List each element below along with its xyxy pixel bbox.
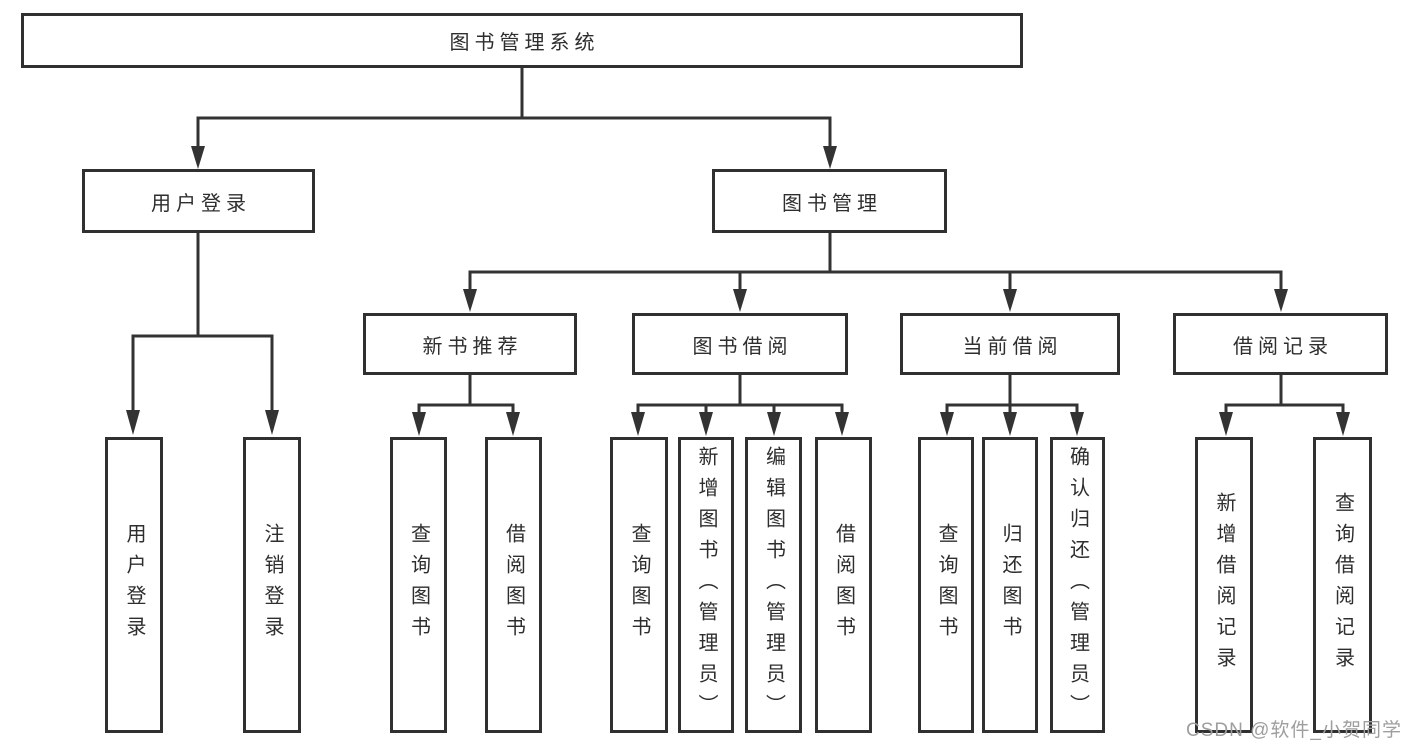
arrowhead-icon (265, 410, 279, 435)
leaf-user-login-label: 用户登录 (123, 523, 145, 647)
node-user-login-label: 用户登录 (151, 192, 251, 215)
leaf-bb-add-books-label: 新增图书（管理员） (695, 445, 717, 725)
node-current-borrow-label: 当前借阅 (962, 335, 1063, 358)
node-current-borrow: 当前借阅 (900, 313, 1120, 375)
leaf-nb-query-books-label: 查询图书 (407, 523, 430, 647)
arrowhead-icon (412, 412, 426, 436)
arrowhead-icon (463, 289, 477, 312)
leaf-nb-query-books: 查询图书 (390, 437, 447, 733)
node-root-label: 图书管理系统 (449, 32, 600, 54)
arrowhead-icon (191, 146, 205, 169)
arrowhead-icon (767, 412, 781, 436)
leaf-nb-borrow-books-label: 借阅图书 (502, 523, 525, 647)
node-book-mgmt: 图书管理 (712, 169, 947, 233)
arrowhead-icon (733, 289, 747, 312)
leaf-bb-edit-books: 编辑图书（管理员） (745, 437, 802, 733)
arrowhead-icon (506, 412, 520, 436)
leaf-bb-borrow-books-label: 借阅图书 (832, 523, 855, 647)
leaf-logout: 注销登录 (243, 437, 301, 733)
leaf-cb-query-books-label: 查询图书 (935, 523, 957, 647)
leaf-cb-return-books: 归还图书 (982, 437, 1038, 733)
leaf-cb-confirm-return-label: 确认归还（管理员） (1066, 445, 1089, 725)
leaf-br-query-record: 查询借阅记录 (1313, 437, 1372, 733)
arrowhead-icon (1336, 412, 1350, 436)
arrowhead-icon (1003, 412, 1017, 436)
leaf-bb-add-books: 新增图书（管理员） (678, 437, 734, 733)
node-new-book-recommend-label: 新书推荐 (422, 335, 523, 358)
node-book-borrow-label: 图书借阅 (692, 335, 793, 358)
node-user-login: 用户登录 (82, 169, 315, 233)
arrowhead-icon (1274, 289, 1288, 312)
arrowhead-icon (835, 412, 849, 436)
arrowhead-icon (1219, 412, 1233, 436)
leaf-nb-borrow-books: 借阅图书 (485, 437, 542, 733)
leaf-bb-borrow-books: 借阅图书 (815, 437, 872, 733)
leaf-br-query-record-label: 查询借阅记录 (1331, 492, 1354, 678)
leaf-user-login: 用户登录 (105, 437, 163, 733)
node-borrow-records-label: 借阅记录 (1233, 335, 1333, 358)
node-book-borrow: 图书借阅 (632, 313, 848, 375)
arrowhead-icon (823, 146, 837, 169)
leaf-br-add-record-label: 新增借阅记录 (1213, 492, 1235, 678)
node-root: 图书管理系统 (21, 13, 1023, 68)
leaf-bb-query-books-label: 查询图书 (628, 523, 650, 647)
node-book-mgmt-label: 图书管理 (782, 192, 882, 215)
leaf-cb-confirm-return: 确认归还（管理员） (1050, 437, 1105, 733)
leaf-br-add-record: 新增借阅记录 (1195, 437, 1253, 733)
arrowhead-icon (1003, 289, 1017, 312)
leaf-cb-return-books-label: 归还图书 (999, 523, 1021, 647)
arrowhead-icon (699, 412, 713, 436)
leaf-bb-edit-books-label: 编辑图书（管理员） (762, 445, 785, 725)
leaf-logout-label: 注销登录 (261, 523, 283, 647)
leaf-bb-query-books: 查询图书 (610, 437, 668, 733)
watermark-text: CSDN @软件_小贺同学 (1186, 720, 1402, 741)
node-new-book-recommend: 新书推荐 (363, 313, 577, 375)
node-borrow-records: 借阅记录 (1173, 313, 1388, 375)
leaf-cb-query-books: 查询图书 (918, 437, 974, 733)
arrowhead-icon (631, 412, 645, 436)
arrowhead-icon (126, 410, 140, 435)
arrowhead-icon (1070, 412, 1084, 436)
arrowhead-icon (940, 412, 954, 436)
